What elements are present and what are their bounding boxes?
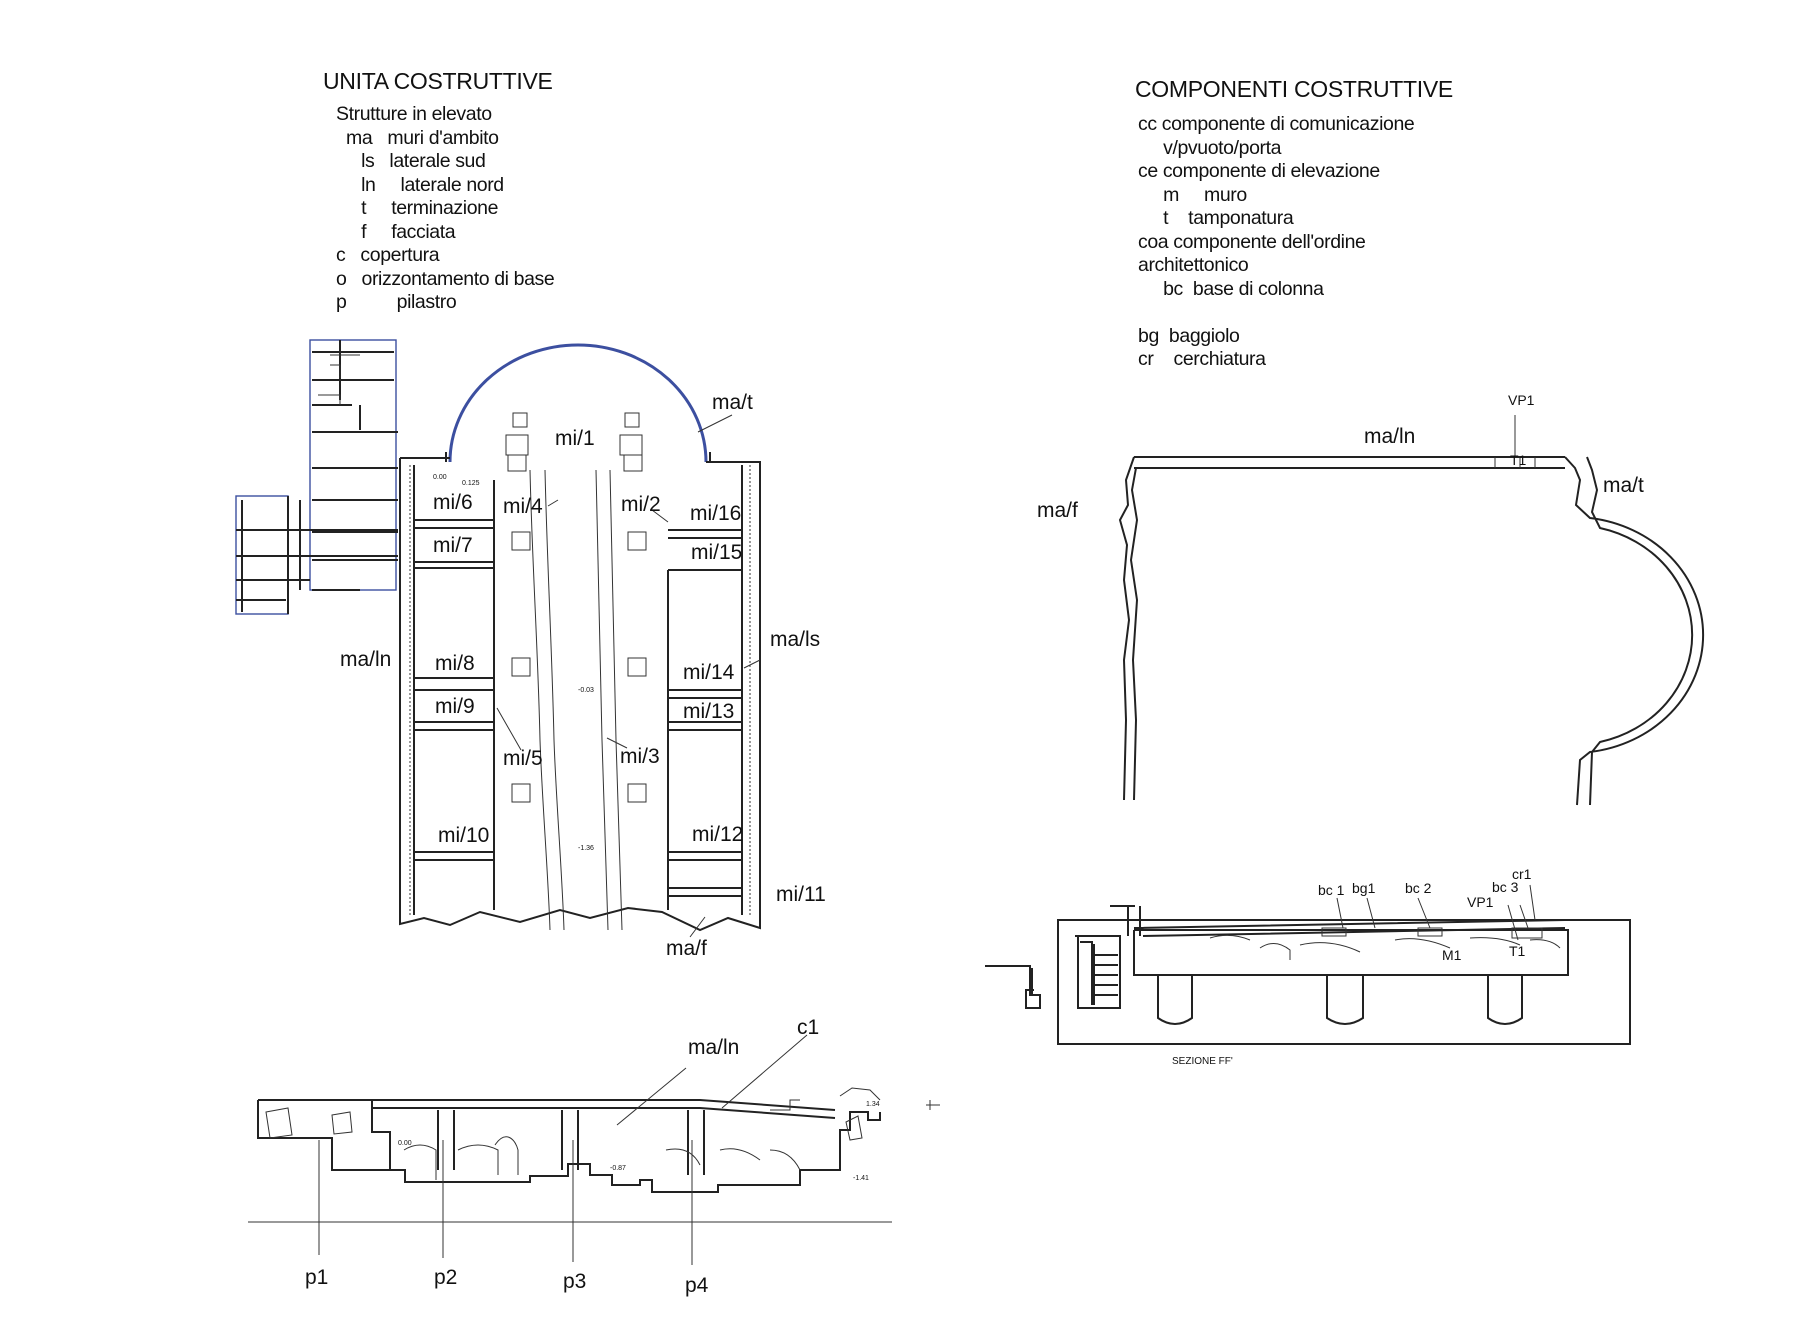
label-p3: p3 xyxy=(563,1270,586,1293)
label-p1: p1 xyxy=(305,1266,328,1289)
label-bc1: bc 1 xyxy=(1318,882,1345,898)
north-chambers xyxy=(413,465,495,915)
label-mi12: mi/12 xyxy=(692,823,743,846)
legend-line: m muro xyxy=(1138,183,1247,206)
legend-line: ma muri d'ambito xyxy=(336,126,499,149)
label-ma-f: ma/f xyxy=(1037,499,1078,522)
label-bg1: bg1 xyxy=(1352,880,1376,896)
label-ma-ln: ma/ln xyxy=(1364,425,1415,448)
label-t1: T1 xyxy=(1510,452,1527,468)
legend-title: COMPONENTI COSTRUTTIVE xyxy=(1135,76,1453,102)
label-mi11: mi/11 xyxy=(776,883,826,906)
sezione-caption: SEZIONE FF' xyxy=(1172,1056,1233,1067)
label-mi2: mi/2 xyxy=(621,493,661,516)
elevation-mark: -1.41 xyxy=(853,1175,869,1182)
floor-plan: mi/1 mi/2 mi/3 mi/4 mi/5 mi/6 mi/7 mi/8 … xyxy=(235,339,826,960)
label-ma-ln: ma/ln xyxy=(688,1036,739,1059)
label-t1: T1 xyxy=(1509,943,1526,959)
nave-column-lines xyxy=(529,469,623,931)
sezione-ff: bc 1 bg1 bc 2 bc 3 cr1 VP1 M1 T1 SEZIONE… xyxy=(985,866,1631,1067)
legend-line: ce componente di elevazione xyxy=(1138,160,1380,182)
label-ma-t: ma/t xyxy=(1603,474,1644,497)
label-vp1: VP1 xyxy=(1508,392,1535,408)
label-mi1: mi/1 xyxy=(555,427,595,450)
label-mi9: mi/9 xyxy=(435,695,475,718)
legend-line: f facciata xyxy=(336,220,456,243)
sezione-frame xyxy=(1057,919,1631,1045)
elevation-mark: -0.87 xyxy=(610,1165,626,1172)
legend-line: v/pvuoto/porta xyxy=(1138,136,1282,159)
label-p4: p4 xyxy=(685,1274,709,1297)
legend-line: t terminazione xyxy=(336,197,499,219)
apse-arc xyxy=(448,343,708,463)
label-mi8: mi/8 xyxy=(435,652,475,675)
legend-line: Strutture in elevato xyxy=(336,103,492,125)
plan-outline: ma/ln ma/f ma/t VP1 T1 xyxy=(1037,392,1705,806)
elevation-mark: -1.36 xyxy=(578,845,594,852)
label-mi16: mi/16 xyxy=(690,502,741,525)
unita-costruttive-legend: UNITA COSTRUTTIVE Strutture in elevato m… xyxy=(323,68,555,315)
label-mi4: mi/4 xyxy=(503,495,543,518)
label-bc3: bc 3 xyxy=(1492,879,1519,895)
pillar-bases xyxy=(505,412,647,803)
label-m1: M1 xyxy=(1442,947,1462,963)
label-mi6: mi/6 xyxy=(433,491,473,514)
longitudinal-section: ma/ln c1 p1 p2 p3 p4 0.00 -0.87 -1.41 1.… xyxy=(248,1016,940,1297)
legend-title: UNITA COSTRUTTIVE xyxy=(323,68,553,94)
label-mi13: mi/13 xyxy=(683,700,734,723)
legend-line: bc base di colonna xyxy=(1138,277,1324,300)
label-mi14: mi/14 xyxy=(683,661,735,684)
componenti-costruttive-legend: COMPONENTI COSTRUTTIVE cc componente di … xyxy=(1135,76,1453,372)
legend-line: p pilastro xyxy=(336,291,457,313)
legend-line: bg baggiolo xyxy=(1138,324,1240,347)
annex-block xyxy=(235,339,398,615)
label-mi3: mi/3 xyxy=(620,745,660,768)
legend-line: cc componente di comunicazione xyxy=(1138,113,1415,135)
label-ma-f: ma/f xyxy=(666,937,707,960)
legend-line: ln laterale nord xyxy=(336,173,504,196)
legend-line: ls laterale sud xyxy=(336,150,486,172)
label-cr1: cr1 xyxy=(1512,866,1532,882)
elevation-mark: -0.03 xyxy=(578,687,594,694)
section-profile xyxy=(257,1099,881,1193)
legend-line: o orizzontamento di base xyxy=(336,267,555,290)
elevation-mark: 1.34 xyxy=(866,1101,880,1108)
label-mi15: mi/15 xyxy=(691,541,742,564)
label-vp1: VP1 xyxy=(1467,894,1494,910)
label-mi10: mi/10 xyxy=(438,824,489,847)
hall-outline xyxy=(399,457,761,932)
label-c1: c1 xyxy=(797,1016,819,1039)
legend-line: t tamponatura xyxy=(1138,207,1294,229)
south-chambers xyxy=(667,465,743,915)
label-ma-t: ma/t xyxy=(712,391,753,414)
legend-line: architettonico xyxy=(1138,254,1249,276)
label-ma-ln: ma/ln xyxy=(340,648,391,671)
label-mi5: mi/5 xyxy=(503,747,543,770)
legend-line: c copertura xyxy=(336,244,440,266)
legend-line: coa componente dell'ordine xyxy=(1138,230,1366,253)
elevation-mark: 0.00 xyxy=(398,1140,412,1147)
label-p2: p2 xyxy=(434,1266,457,1289)
label-ma-ls: ma/ls xyxy=(770,628,820,651)
elevation-mark: 0.00 xyxy=(433,474,447,481)
legend-line: cr cerchiatura xyxy=(1138,348,1266,370)
elevation-mark: 0.125 xyxy=(462,480,480,487)
label-bc2: bc 2 xyxy=(1405,880,1432,896)
label-mi7: mi/7 xyxy=(433,534,473,557)
